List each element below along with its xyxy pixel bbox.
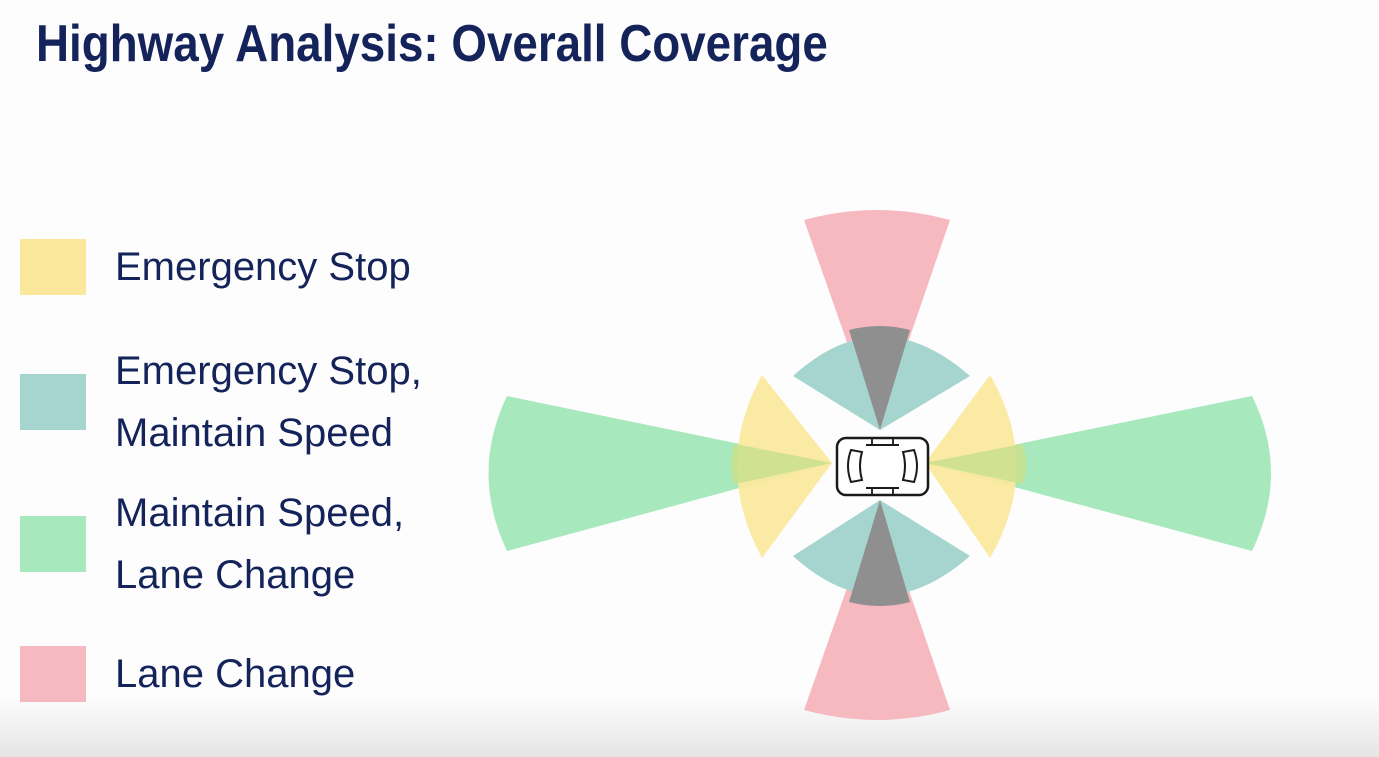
- legend-swatch-yellow: [20, 239, 86, 295]
- coverage-sectors: [488, 210, 1271, 720]
- legend-item-emergency-stop: Emergency Stop: [20, 236, 411, 298]
- page-title: Highway Analysis: Overall Coverage: [36, 15, 828, 73]
- legend-label-line: Maintain Speed: [115, 411, 393, 455]
- lane-change-rear-sector: [804, 500, 950, 720]
- legend-label-line: Emergency Stop,: [115, 349, 422, 393]
- bottom-shade: [0, 697, 1379, 757]
- legend-item-maintain-speed-lane-change: Maintain Speed, Lane Change: [20, 482, 404, 606]
- legend-label-line: Emergency Stop: [115, 245, 411, 289]
- maintain-speed-left-sector: [488, 396, 832, 551]
- overlap-right: [925, 444, 1027, 484]
- lane-change-front-sector: [804, 210, 950, 430]
- legend-swatch-green: [20, 516, 86, 572]
- legend-swatch-teal: [20, 374, 86, 430]
- overlap-rear: [849, 500, 910, 606]
- overlap-left: [730, 444, 832, 484]
- legend-label: Lane Change: [115, 643, 355, 705]
- legend-item-lane-change: Lane Change: [20, 643, 355, 705]
- legend-item-emergency-stop-maintain-speed: Emergency Stop, Maintain Speed: [20, 340, 422, 464]
- car-top-view-icon: [835, 436, 930, 497]
- legend-swatch-pink: [20, 646, 86, 702]
- legend-label: Emergency Stop, Maintain Speed: [115, 340, 422, 464]
- legend-label-line: Lane Change: [115, 553, 356, 597]
- overlap-front: [849, 326, 910, 430]
- legend-label-line: Maintain Speed,: [115, 491, 405, 535]
- legend-label: Maintain Speed, Lane Change: [115, 482, 404, 606]
- legend-label: Emergency Stop: [115, 236, 411, 298]
- legend-label-line: Lane Change: [115, 652, 356, 696]
- maintain-speed-right-sector: [925, 396, 1271, 551]
